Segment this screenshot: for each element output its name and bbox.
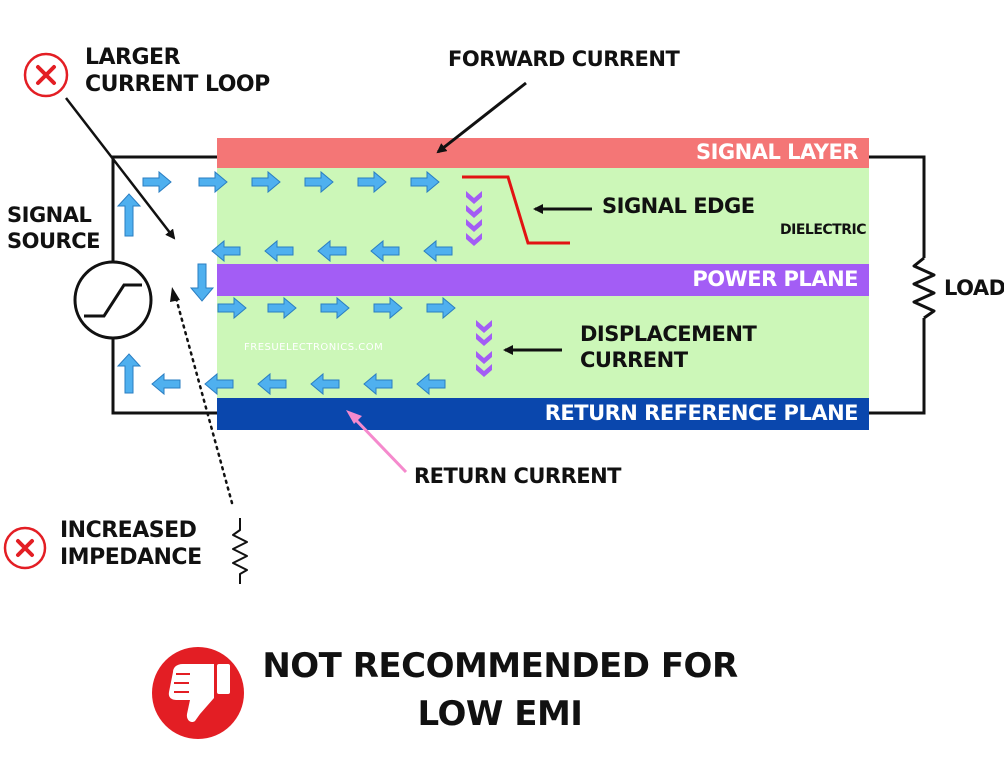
dielectric-label: DIELECTRIC (780, 222, 866, 238)
step-waveform-icon (84, 283, 142, 318)
signal-layer-label: SIGNAL LAYER (695, 140, 859, 164)
verdict-line-1: NOT RECOMMENDED FOR (262, 646, 738, 686)
return-current-arrows (151, 373, 446, 395)
signal-layer (217, 138, 869, 168)
x-mark-icon (3, 526, 47, 570)
forward-current-label: FORWARD CURRENT (448, 47, 680, 71)
impedance-pointer (174, 296, 234, 505)
resistor-icon (232, 518, 248, 584)
power-plane-label: POWER PLANE (692, 267, 858, 291)
up-arrow-left-bottom (116, 353, 142, 394)
increased-impedance-label: INCREASED IMPEDANCE (60, 518, 202, 570)
displacement-chevrons-lower (476, 320, 492, 377)
upper-return-arrows (211, 240, 453, 262)
larger-loop-pointer (65, 97, 176, 240)
return-current-pointer (352, 416, 408, 474)
return-reference-plane (217, 398, 869, 430)
x-mark-icon (23, 52, 69, 98)
forward-current-pointer (436, 81, 527, 154)
right-wire-bottom (869, 318, 926, 415)
thumbs-down-icon (152, 647, 244, 739)
verdict-text: NOT RECOMMENDED FOR LOW EMI (250, 642, 750, 738)
signal-edge-label: SIGNAL EDGE (602, 194, 755, 218)
load-resistor-icon (912, 256, 936, 320)
return-current-label: RETURN CURRENT (414, 464, 622, 488)
right-wire-top (869, 155, 926, 258)
load-label: LOAD (944, 276, 1004, 300)
up-arrow-left-top (116, 193, 142, 237)
power-plane (217, 264, 869, 296)
signal-source-label: SIGNAL SOURCE (7, 203, 100, 253)
forward-current-arrows (142, 171, 440, 193)
down-arrow-power (189, 263, 215, 302)
watermark: FRESUELECTRONICS.COM (244, 342, 384, 353)
displacement-chevrons-upper (466, 191, 482, 246)
larger-current-loop-label: LARGER CURRENT LOOP (85, 45, 270, 97)
verdict-line-2: LOW EMI (417, 694, 583, 734)
return-reference-plane-label: RETURN REFERENCE PLANE (544, 401, 859, 425)
lower-forward-arrows (217, 297, 456, 319)
return-current-pointer-head (346, 410, 362, 424)
impedance-pointer-head (170, 287, 180, 302)
displacement-current-label: DISPLACEMENT CURRENT (580, 322, 757, 372)
signal-edge-waveform (462, 175, 570, 245)
